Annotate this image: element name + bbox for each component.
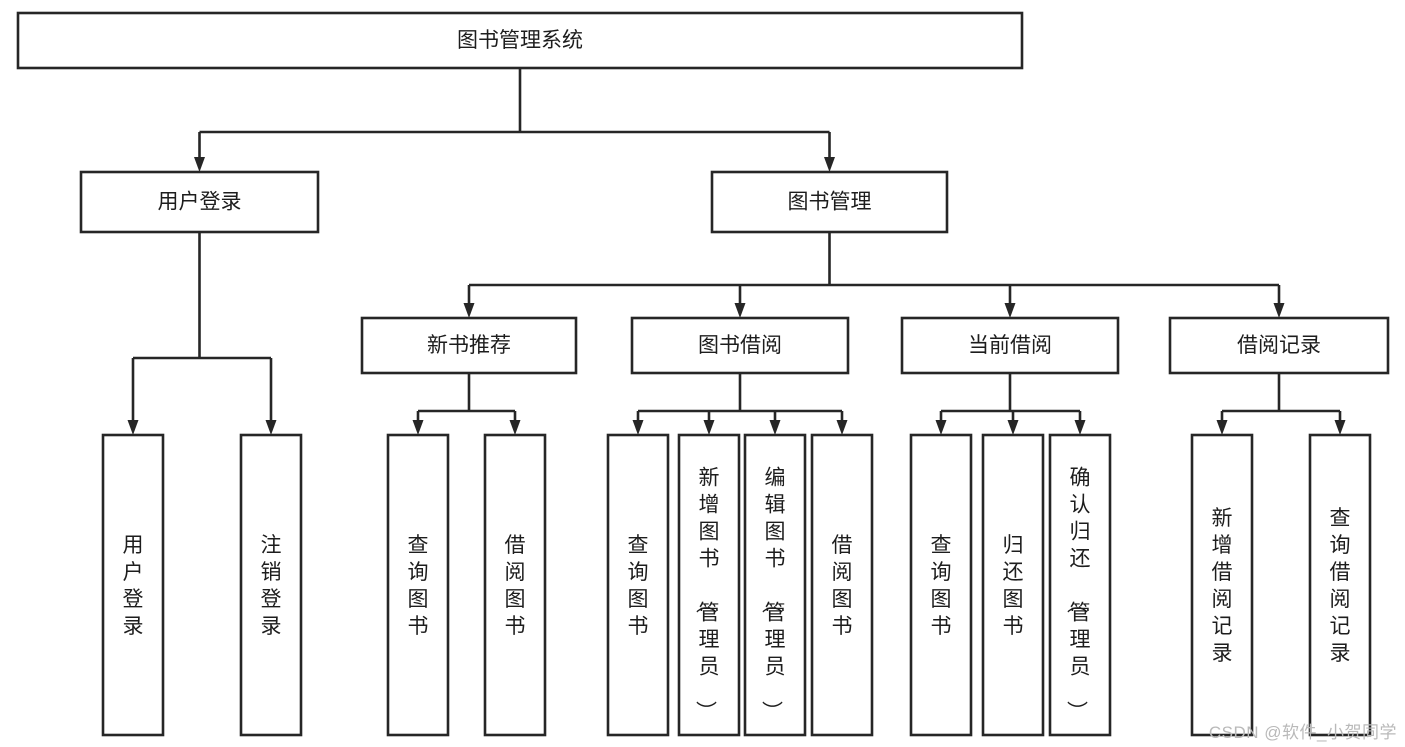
node-box	[743, 433, 807, 737]
node-label: 图书管理	[788, 191, 872, 214]
connector-layer	[127, 68, 1346, 435]
arrow-head-icon	[1007, 420, 1019, 435]
node-label: 新增图书（管理员）	[694, 467, 720, 722]
arrow-head-icon	[1216, 420, 1228, 435]
arrow-head-icon	[734, 303, 746, 318]
node-label: 当前借阅	[968, 334, 1052, 357]
arrow-head-icon	[703, 420, 715, 435]
node-box	[1048, 433, 1112, 737]
arrow-head-icon	[412, 420, 424, 435]
arrow-head-icon	[935, 420, 947, 435]
connector-group	[194, 68, 835, 172]
arrow-head-icon	[836, 420, 848, 435]
node-label: 查询图书	[931, 534, 952, 638]
connector-group	[127, 232, 277, 435]
node-leaf-query-book-c[interactable]: 查询图书	[909, 433, 973, 737]
connector-group	[412, 373, 521, 435]
node-box	[239, 433, 303, 737]
node-l1-user-login[interactable]: 用户登录	[79, 170, 320, 234]
node-leaf-borrow-book-a[interactable]: 借阅图书	[483, 433, 547, 737]
node-box	[386, 433, 450, 737]
node-box	[16, 11, 1024, 70]
node-box	[101, 433, 165, 737]
arrow-head-icon	[769, 420, 781, 435]
node-l2-new-book[interactable]: 新书推荐	[360, 316, 578, 375]
node-box	[79, 170, 320, 234]
node-label: 确认归还（管理员）	[1065, 467, 1091, 722]
node-leaf-user-login[interactable]: 用户登录	[101, 433, 165, 737]
node-leaf-edit-book[interactable]: 编辑图书（管理员）	[743, 433, 807, 737]
node-l2-record[interactable]: 借阅记录	[1168, 316, 1390, 375]
arrow-head-icon	[194, 157, 205, 172]
node-box	[630, 316, 850, 375]
node-label: 注销登录	[261, 534, 282, 638]
arrow-head-icon	[1074, 420, 1086, 435]
node-label: 图书借阅	[698, 334, 782, 357]
node-label: 借阅记录	[1237, 334, 1321, 357]
node-label: 新增借阅记录	[1212, 507, 1233, 665]
node-label: 借阅图书	[832, 534, 853, 638]
connector-group	[632, 373, 848, 435]
node-label: 新书推荐	[427, 334, 511, 357]
node-label: 图书管理系统	[457, 29, 583, 52]
node-l2-current[interactable]: 当前借阅	[900, 316, 1120, 375]
arrow-head-icon	[1334, 420, 1346, 435]
connector-group	[1216, 373, 1346, 435]
arrow-head-icon	[463, 303, 475, 318]
csdn-watermark: CSDN @软件_小贺同学	[1208, 723, 1397, 742]
node-box	[677, 433, 741, 737]
node-box	[1308, 433, 1372, 737]
arrow-head-icon	[632, 420, 644, 435]
node-root[interactable]: 图书管理系统	[16, 11, 1024, 70]
node-box	[483, 433, 547, 737]
node-l2-borrow[interactable]: 图书借阅	[630, 316, 850, 375]
node-label: 用户登录	[123, 534, 144, 638]
node-box	[1190, 433, 1254, 737]
node-leaf-return-book[interactable]: 归还图书	[981, 433, 1045, 737]
arrow-head-icon	[1273, 303, 1285, 318]
node-box	[710, 170, 949, 234]
connector-group	[463, 232, 1285, 318]
arrow-head-icon	[509, 420, 521, 435]
node-label: 编辑图书（管理员）	[760, 467, 786, 722]
node-leaf-query-record[interactable]: 查询借阅记录	[1308, 433, 1372, 737]
node-l1-book-manage[interactable]: 图书管理	[710, 170, 949, 234]
node-layer: 图书管理系统用户登录图书管理新书推荐图书借阅当前借阅借阅记录用户登录注销登录查询…	[16, 11, 1390, 737]
node-box	[981, 433, 1045, 737]
node-box	[360, 316, 578, 375]
node-leaf-confirm-return[interactable]: 确认归还（管理员）	[1048, 433, 1112, 737]
node-label: 查询图书	[408, 534, 429, 638]
connector-group	[935, 373, 1086, 435]
node-leaf-logout[interactable]: 注销登录	[239, 433, 303, 737]
arrow-head-icon	[824, 157, 835, 172]
node-box	[810, 433, 874, 737]
node-label: 查询图书	[628, 534, 649, 638]
node-label: 用户登录	[158, 191, 242, 214]
node-label: 借阅图书	[505, 534, 526, 638]
node-leaf-add-book[interactable]: 新增图书（管理员）	[677, 433, 741, 737]
node-box	[1168, 316, 1390, 375]
node-leaf-add-record[interactable]: 新增借阅记录	[1190, 433, 1254, 737]
arrow-head-icon	[127, 420, 139, 435]
arrow-head-icon	[265, 420, 277, 435]
node-leaf-borrow-book-b[interactable]: 借阅图书	[810, 433, 874, 737]
node-leaf-query-book-a[interactable]: 查询图书	[386, 433, 450, 737]
node-leaf-query-book-b[interactable]: 查询图书	[606, 433, 670, 737]
node-label: 查询借阅记录	[1330, 507, 1351, 665]
node-box	[909, 433, 973, 737]
arrow-head-icon	[1004, 303, 1016, 318]
node-box	[900, 316, 1120, 375]
node-box	[606, 433, 670, 737]
node-label: 归还图书	[1003, 534, 1024, 638]
